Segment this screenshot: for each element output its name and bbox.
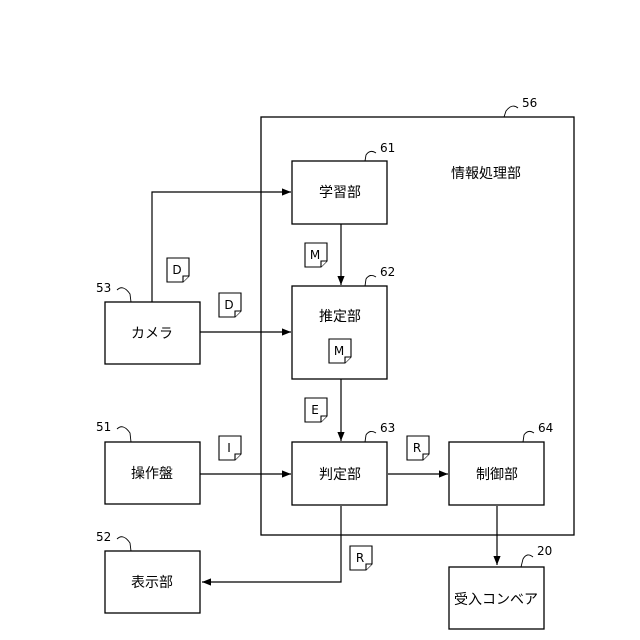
camera-label: カメラ [131, 326, 173, 342]
information-processing-label: 情報処理部 [451, 166, 521, 182]
document-letter: I [227, 441, 231, 455]
document-letter: D [172, 263, 181, 277]
document-letter: E [311, 403, 319, 417]
camera-ref-number: 53 [96, 281, 111, 295]
receiving-conveyor-label: 受入コンベア [454, 592, 538, 608]
display-ref-leader [117, 537, 131, 551]
control-ref-number: 64 [538, 421, 553, 435]
estimation-unit-box [292, 286, 387, 379]
learning-unit-label: 学習部 [319, 185, 361, 201]
operation-panel-ref-number: 51 [96, 420, 111, 434]
camera-ref-leader [117, 288, 131, 302]
document-icon: R [350, 546, 372, 570]
document-icon: M [305, 243, 327, 267]
display-unit-label: 表示部 [131, 575, 173, 591]
document-letter: R [413, 441, 421, 455]
control-ref-leader [523, 431, 534, 442]
learning-ref-leader [365, 151, 376, 161]
control-unit-label: 制御部 [476, 467, 518, 483]
document-icon: E [305, 398, 327, 422]
display-ref-number: 52 [96, 530, 111, 544]
judgment-ref-leader [365, 431, 376, 442]
camera-to-learning-arrow [152, 192, 291, 302]
document-letter: D [224, 298, 233, 312]
learning-ref-number: 61 [380, 141, 395, 155]
judgment-ref-number: 63 [380, 421, 395, 435]
document-icon: D [167, 258, 189, 282]
conveyor-ref-number: 20 [537, 544, 552, 558]
document-icon: M [329, 339, 351, 363]
document-letter: R [356, 551, 364, 565]
document-icon: I [219, 436, 241, 460]
document-letter: M [310, 248, 320, 262]
document-icon: R [407, 436, 429, 460]
frame-ref-number: 56 [522, 96, 537, 110]
judgment-to-display-arrow [202, 506, 341, 582]
operation-panel-ref-leader [117, 427, 131, 442]
operation-panel-label: 操作盤 [131, 466, 173, 482]
frame-ref-leader [504, 106, 518, 117]
estimation-unit-label: 推定部 [319, 309, 361, 325]
conveyor-ref-leader [521, 555, 533, 567]
estimation-ref-number: 62 [380, 265, 395, 279]
estimation-ref-leader [365, 275, 376, 286]
document-icon: D [219, 293, 241, 317]
document-letter: M [334, 344, 344, 358]
judgment-unit-label: 判定部 [319, 467, 361, 483]
